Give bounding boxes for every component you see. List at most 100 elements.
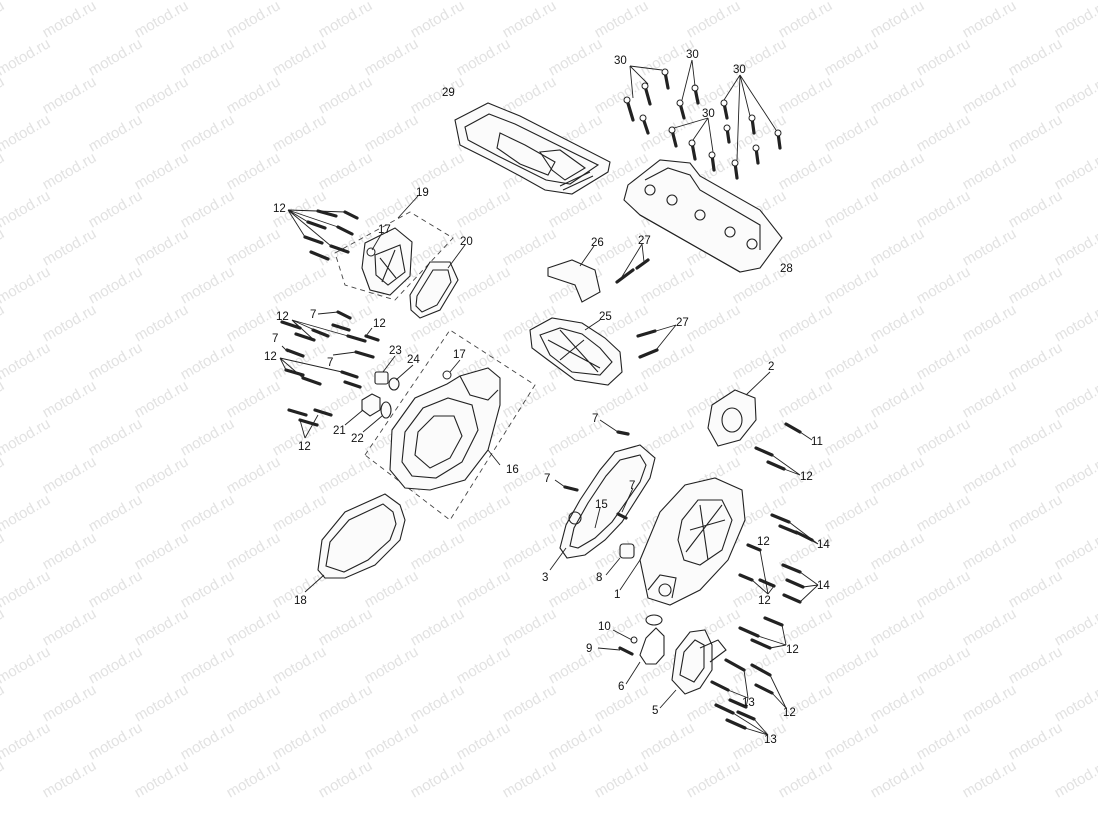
callout-1: 1 xyxy=(614,589,620,601)
watermark-text: motod.ru xyxy=(1006,35,1066,79)
watermark-text: motod.ru xyxy=(316,453,376,497)
callout-9: 9 xyxy=(586,643,592,655)
callout-18: 18 xyxy=(294,595,307,607)
watermark-text: motod.ru xyxy=(0,491,53,535)
watermark-text: motod.ru xyxy=(960,681,1020,725)
callout-12: 12 xyxy=(757,536,770,548)
watermark-text: motod.ru xyxy=(1006,719,1066,763)
watermark-text: motod.ru xyxy=(638,719,698,763)
watermark-text: motod.ru xyxy=(546,643,606,687)
valve-cover xyxy=(623,159,783,273)
watermark-text: motod.ru xyxy=(592,0,652,41)
watermark-text: motod.ru xyxy=(316,757,376,801)
watermark-text: motod.ru xyxy=(914,0,974,3)
watermark-text: motod.ru xyxy=(362,111,422,155)
watermark-text: motod.ru xyxy=(730,0,790,3)
watermark-text: motod.ru xyxy=(868,73,928,117)
watermark-text: motod.ru xyxy=(0,643,53,687)
watermark-text: motod.ru xyxy=(86,111,146,155)
watermark-text: motod.ru xyxy=(960,149,1020,193)
watermark-text: motod.ru xyxy=(316,73,376,117)
watermark-text: motod.ru xyxy=(1052,301,1098,345)
callout-7: 7 xyxy=(592,413,598,425)
watermark-text: motod.ru xyxy=(868,529,928,573)
watermark-text: motod.ru xyxy=(178,0,238,3)
watermark-text: motod.ru xyxy=(500,605,560,649)
callout-29: 29 xyxy=(442,87,455,99)
callout-14: 14 xyxy=(817,580,830,592)
callout-13: 13 xyxy=(764,734,777,746)
watermark-text: motod.ru xyxy=(1052,757,1098,801)
watermark-text: motod.ru xyxy=(868,605,928,649)
watermark-text: motod.ru xyxy=(960,605,1020,649)
watermark-text: motod.ru xyxy=(408,605,468,649)
watermark-text: motod.ru xyxy=(1052,225,1098,269)
watermark-text: motod.ru xyxy=(776,377,836,421)
callout-5: 5 xyxy=(652,705,658,717)
watermark-text: motod.ru xyxy=(0,567,53,611)
watermark-text: motod.ru xyxy=(868,301,928,345)
watermark-text: motod.ru xyxy=(500,529,560,573)
watermark-text: motod.ru xyxy=(86,415,146,459)
watermark-text: motod.ru xyxy=(270,263,330,307)
watermark-text: motod.ru xyxy=(822,567,882,611)
watermark-text: motod.ru xyxy=(178,415,238,459)
watermark-text: motod.ru xyxy=(0,453,7,497)
watermark-text: motod.ru xyxy=(914,415,974,459)
watermark-text: motod.ru xyxy=(408,0,468,41)
watermark-text: motod.ru xyxy=(822,111,882,155)
watermark-text: motod.ru xyxy=(132,225,192,269)
watermark-text: motod.ru xyxy=(362,643,422,687)
callout-30: 30 xyxy=(733,64,746,76)
callout-25: 25 xyxy=(599,311,612,323)
watermark-text: motod.ru xyxy=(0,73,7,117)
watermark-text: motod.ru xyxy=(776,73,836,117)
watermark-text: motod.ru xyxy=(0,757,7,801)
watermark-text: motod.ru xyxy=(546,35,606,79)
water-pump-assembly xyxy=(597,614,727,709)
watermark-text: motod.ru xyxy=(224,73,284,117)
callout-12: 12 xyxy=(758,595,771,607)
watermark-text: motod.ru xyxy=(178,187,238,231)
callout-28: 28 xyxy=(780,263,793,275)
callout-13: 13 xyxy=(742,697,755,709)
watermark-text: motod.ru xyxy=(638,0,698,3)
watermark-text: motod.ru xyxy=(914,719,974,763)
watermark-text: motod.ru xyxy=(454,0,514,3)
watermark-text: motod.ru xyxy=(0,301,7,345)
watermark-text: motod.ru xyxy=(638,263,698,307)
watermark-text: motod.ru xyxy=(1006,263,1066,307)
watermark-text: motod.ru xyxy=(1006,339,1066,383)
watermark-text: motod.ru xyxy=(1052,605,1098,649)
watermark-text: motod.ru xyxy=(270,643,330,687)
watermark-text: motod.ru xyxy=(960,301,1020,345)
watermark-text: motod.ru xyxy=(500,681,560,725)
watermark-text: motod.ru xyxy=(454,567,514,611)
watermark-text: motod.ru xyxy=(178,567,238,611)
watermark-text: motod.ru xyxy=(178,35,238,79)
watermark-text: motod.ru xyxy=(592,73,652,117)
watermark-text: motod.ru xyxy=(408,73,468,117)
watermark-text: motod.ru xyxy=(178,491,238,535)
watermark-text: motod.ru xyxy=(500,0,560,41)
watermark-text: motod.ru xyxy=(0,339,53,383)
watermark-text: motod.ru xyxy=(1052,453,1098,497)
callout-27: 27 xyxy=(676,317,689,329)
watermark-text: motod.ru xyxy=(224,529,284,573)
watermark-text: motod.ru xyxy=(914,339,974,383)
watermark-text: motod.ru xyxy=(224,377,284,421)
watermark-text: motod.ru xyxy=(86,187,146,231)
watermark-text: motod.ru xyxy=(224,605,284,649)
watermark-text: motod.ru xyxy=(822,491,882,535)
watermark-text: motod.ru xyxy=(178,111,238,155)
watermark-text: motod.ru xyxy=(914,35,974,79)
watermark-text: motod.ru xyxy=(270,0,330,3)
watermark-text: motod.ru xyxy=(914,187,974,231)
watermark-text: motod.ru xyxy=(822,35,882,79)
watermark-text: motod.ru xyxy=(40,757,100,801)
callout-22: 22 xyxy=(351,433,364,445)
watermark-text: motod.ru xyxy=(270,339,330,383)
callout-30: 30 xyxy=(686,49,699,61)
watermark-text: motod.ru xyxy=(0,111,53,155)
